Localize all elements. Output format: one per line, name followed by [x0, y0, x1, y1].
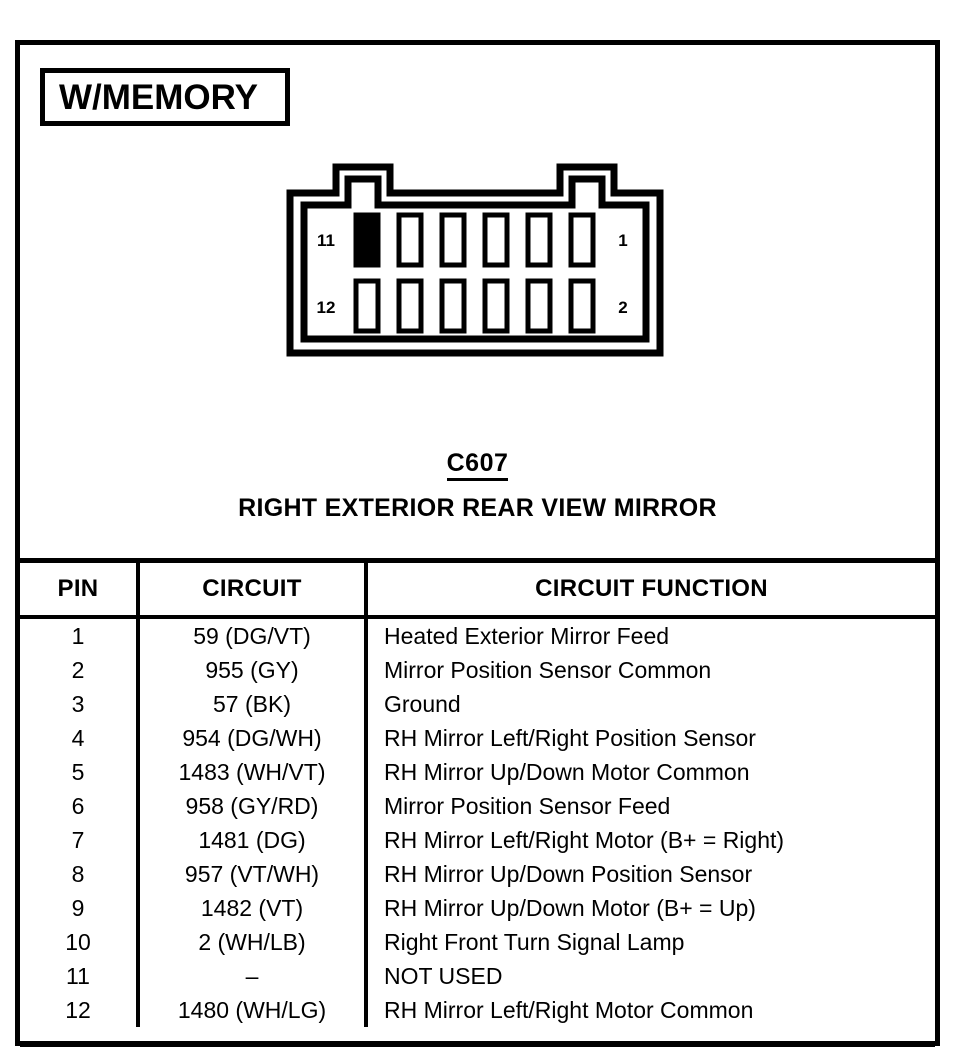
table-row: 7 1481 (DG) RH Mirror Left/Right Motor (… — [20, 823, 935, 857]
column-header-pin: PIN — [20, 563, 140, 619]
table-bottom-rule — [20, 1042, 935, 1047]
connector-face-view-svg: 11 1 12 2 — [286, 163, 664, 357]
section-divider — [20, 558, 935, 563]
cell-pin: 2 — [20, 653, 140, 687]
variant-label: W/MEMORY — [59, 77, 258, 117]
cell-function: RH Mirror Left/Right Motor Common — [384, 996, 754, 1023]
cavity-pin-10 — [396, 278, 424, 334]
cell-pin: 12 — [20, 993, 140, 1027]
cell-function: Right Front Turn Signal Lamp — [384, 928, 685, 955]
cell-function: RH Mirror Left/Right Motor (B+ = Right) — [384, 826, 785, 853]
connector-caption: C607 RIGHT EXTERIOR REAR VIEW MIRROR — [20, 450, 935, 522]
connector-id: C607 — [446, 450, 509, 482]
table-row: 1 59 (DG/VT) Heated Exterior Mirror Feed — [20, 617, 935, 653]
connector-inner-wall — [300, 175, 650, 343]
cell-function: Heated Exterior Mirror Feed — [384, 622, 670, 649]
cell-pin: 10 — [20, 925, 140, 959]
table-row: 5 1483 (WH/VT) RH Mirror Up/Down Motor C… — [20, 755, 935, 789]
cell-pin: 5 — [20, 755, 140, 789]
cell-function: RH Mirror Up/Down Motor Common — [384, 758, 750, 785]
table-row: 9 1482 (VT) RH Mirror Up/Down Motor (B+ … — [20, 891, 935, 925]
cell-function: Mirror Position Sensor Feed — [384, 792, 671, 819]
table-row: 10 2 (WH/LB) Right Front Turn Signal Lam… — [20, 925, 935, 959]
table-row: 2 955 (GY) Mirror Position Sensor Common — [20, 653, 935, 687]
cavity-label-bottom-right: 2 — [618, 298, 627, 317]
cavity-pin-11 — [353, 212, 381, 268]
cell-circuit: 954 (DG/WH) — [138, 721, 368, 755]
table-row: 8 957 (VT/WH) RH Mirror Up/Down Position… — [20, 857, 935, 891]
diagram-frame: W/MEMORY — [15, 40, 940, 1047]
column-header-circuit: CIRCUIT — [138, 563, 368, 619]
cell-pin: 11 — [20, 959, 140, 993]
cell-pin: 9 — [20, 891, 140, 925]
cavity-pin-12 — [353, 278, 381, 334]
pin-table-body: 1 59 (DG/VT) Heated Exterior Mirror Feed… — [20, 617, 935, 1027]
cell-circuit: 1482 (VT) — [138, 891, 368, 925]
cell-pin: 4 — [20, 721, 140, 755]
cavity-label-top-right: 1 — [618, 231, 627, 250]
cell-pin: 3 — [20, 687, 140, 721]
cavity-label-bottom-left: 12 — [317, 298, 336, 317]
cell-pin: 7 — [20, 823, 140, 857]
cavity-pin-1 — [568, 212, 596, 268]
table-row: 6 958 (GY/RD) Mirror Position Sensor Fee… — [20, 789, 935, 823]
cell-pin: 1 — [20, 617, 140, 653]
table-row: 11 – NOT USED — [20, 959, 935, 993]
cavity-pin-2 — [568, 278, 596, 334]
connector-illustration: 11 1 12 2 — [20, 145, 935, 445]
cell-function: Ground — [384, 690, 461, 717]
cell-circuit: 958 (GY/RD) — [138, 789, 368, 823]
cell-function: Mirror Position Sensor Common — [384, 656, 712, 683]
cavity-pin-3 — [525, 212, 553, 268]
cell-function: RH Mirror Up/Down Position Sensor — [384, 860, 753, 887]
pin-table: PIN CIRCUIT CIRCUIT FUNCTION 1 59 (DG/VT… — [20, 563, 935, 1027]
cell-circuit: 59 (DG/VT) — [138, 617, 368, 653]
cell-circuit: 1480 (WH/LG) — [138, 993, 368, 1027]
cavity-pin-5 — [482, 212, 510, 268]
table-row: 4 954 (DG/WH) RH Mirror Left/Right Posit… — [20, 721, 935, 755]
cell-function: RH Mirror Up/Down Motor (B+ = Up) — [384, 894, 756, 921]
column-header-function: CIRCUIT FUNCTION — [366, 563, 935, 619]
cell-circuit: 57 (BK) — [138, 687, 368, 721]
table-row: 3 57 (BK) Ground — [20, 687, 935, 721]
cell-circuit: 955 (GY) — [138, 653, 368, 687]
connector-outer-shell — [286, 163, 664, 357]
cell-circuit: 2 (WH/LB) — [138, 925, 368, 959]
pin-table-header: PIN CIRCUIT CIRCUIT FUNCTION — [20, 563, 935, 619]
connector-name: RIGHT EXTERIOR REAR VIEW MIRROR — [238, 494, 717, 523]
table-header-row: PIN CIRCUIT CIRCUIT FUNCTION — [20, 563, 935, 619]
cavity-pin-9 — [396, 212, 424, 268]
cavity-label-top-left: 11 — [317, 231, 335, 250]
cavity-pin-8 — [439, 278, 467, 334]
cell-function: RH Mirror Left/Right Position Sensor — [384, 724, 756, 751]
cell-pin: 8 — [20, 857, 140, 891]
cavity-pin-4 — [525, 278, 553, 334]
cell-circuit: – — [138, 959, 368, 993]
cell-circuit: 1481 (DG) — [138, 823, 368, 857]
cavity-pin-6 — [482, 278, 510, 334]
cell-circuit: 1483 (WH/VT) — [138, 755, 368, 789]
cell-pin: 6 — [20, 789, 140, 823]
table-row: 12 1480 (WH/LG) RH Mirror Left/Right Mot… — [20, 993, 935, 1027]
variant-tag: W/MEMORY — [40, 68, 290, 126]
cavity-pin-7 — [439, 212, 467, 268]
cell-circuit: 957 (VT/WH) — [138, 857, 368, 891]
cell-function: NOT USED — [384, 962, 503, 989]
